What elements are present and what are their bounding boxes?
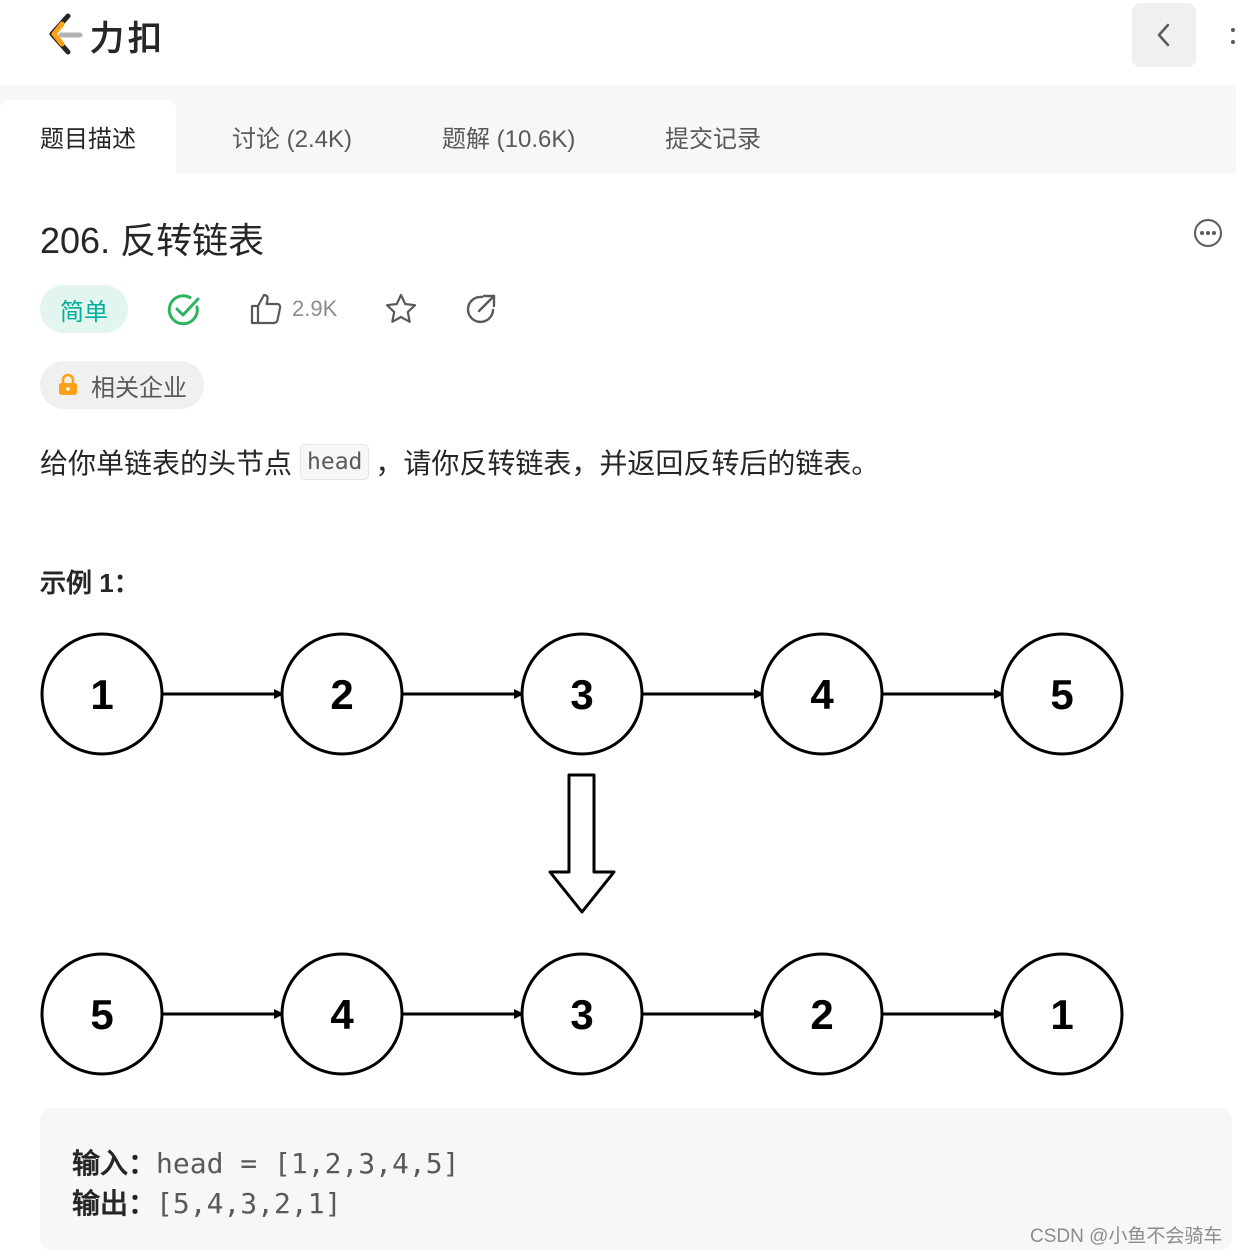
like-count: 2.9K xyxy=(292,296,338,321)
list-node: 3 xyxy=(520,632,644,756)
inline-code-head: head xyxy=(300,444,370,480)
chevron-left-icon xyxy=(1157,23,1170,47)
description-text-1: 给你单链表的头节点 xyxy=(40,448,293,479)
output-label: 输出： xyxy=(72,1188,157,1219)
node-value: 5 xyxy=(90,991,113,1038)
node-value: 2 xyxy=(330,671,353,718)
example-input-line: 输入：head = [1,2,3,4,5] xyxy=(72,1142,459,1182)
node-value: 1 xyxy=(90,671,113,718)
example-output-line: 输出：[5,4,3,2,1] xyxy=(72,1182,341,1222)
linked-list-diagram: 1 2 3 4 5 5 4 3 2 1 xyxy=(40,632,1124,1076)
list-node: 1 xyxy=(40,632,164,756)
brand-name: 力扣 xyxy=(90,19,166,58)
solved-check-icon xyxy=(167,294,200,326)
lock-icon xyxy=(59,373,77,395)
list-node: 4 xyxy=(760,632,884,756)
node-value: 3 xyxy=(570,991,593,1038)
thumbs-up-icon[interactable] xyxy=(249,292,283,326)
description-text-2: 请你反转链表，并返回反转后的链表。 xyxy=(403,448,880,479)
list-node: 1 xyxy=(1000,952,1124,1076)
tab-bar: 题目描述 讨论 (2.4K) 题解 (10.6K) 提交记录 xyxy=(0,85,1236,173)
difficulty-badge: 简单 xyxy=(40,285,128,333)
list-node: 5 xyxy=(1000,632,1124,756)
leetcode-logo[interactable]: 力扣 xyxy=(44,10,166,60)
node-value: 4 xyxy=(810,671,834,718)
tab-submissions[interactable]: 提交记录 xyxy=(665,126,761,153)
list-node: 5 xyxy=(40,952,164,1076)
list-node: 4 xyxy=(280,952,404,1076)
node-value: 2 xyxy=(810,991,833,1038)
more-icon[interactable] xyxy=(1192,217,1224,249)
node-value: 5 xyxy=(1050,671,1073,718)
leetcode-logo-icon xyxy=(49,13,83,55)
input-value: head = [1,2,3,4,5] xyxy=(156,1147,460,1180)
kebab-menu-icon[interactable] xyxy=(1230,22,1236,50)
node-value: 4 xyxy=(330,991,354,1038)
problem-title: 206. 反转链表 xyxy=(40,220,265,261)
top-header: 力扣 xyxy=(0,0,1236,85)
tab-discussion[interactable]: 讨论 (2.4K) xyxy=(232,126,353,153)
node-value: 1 xyxy=(1050,991,1073,1038)
list-node: 2 xyxy=(280,632,404,756)
node-value: 3 xyxy=(570,671,593,718)
company-tag-label: 相关企业 xyxy=(91,374,187,402)
example-io-box: 输入：head = [1,2,3,4,5] 输出：[5,4,3,2,1] xyxy=(40,1108,1232,1250)
back-button[interactable] xyxy=(1132,3,1196,67)
list-node: 3 xyxy=(520,952,644,1076)
company-tag-button[interactable]: 相关企业 xyxy=(40,361,204,409)
reverse-arrow-icon xyxy=(548,773,616,914)
share-icon[interactable] xyxy=(464,292,498,326)
description-comma: ， xyxy=(375,448,404,479)
tab-description[interactable]: 题目描述 xyxy=(0,100,176,173)
output-value: [5,4,3,2,1] xyxy=(156,1187,342,1220)
star-icon[interactable] xyxy=(384,292,418,326)
example-title: 示例 1： xyxy=(40,568,140,598)
input-label: 输入： xyxy=(72,1148,157,1179)
tab-solutions[interactable]: 题解 (10.6K) xyxy=(442,126,576,153)
watermark: CSDN @小鱼不会骑车 xyxy=(1030,1226,1223,1247)
problem-description: 给你单链表的头节点 head ， 请你反转链表，并返回反转后的链表。 xyxy=(40,442,879,482)
list-node: 2 xyxy=(760,952,884,1076)
